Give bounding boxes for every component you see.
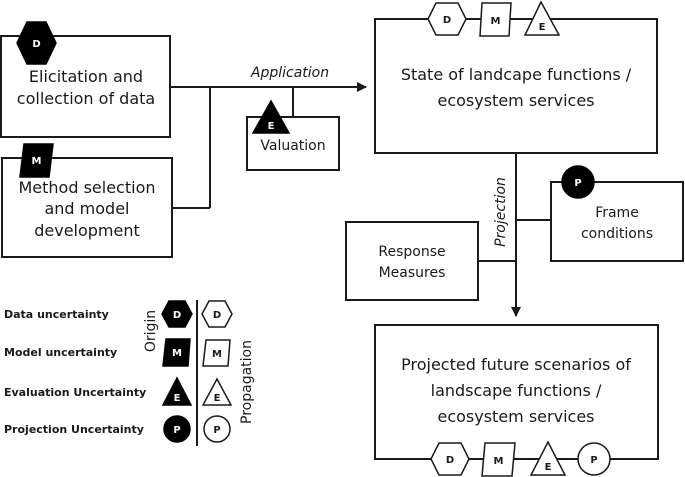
svg-text:D: D [173,310,181,321]
elicitation-line-2: collection of data [17,89,155,108]
legend-projection-propagation-icon: P [203,415,231,443]
response-measures-box: Response Measures [345,221,479,301]
frame-line-2: conditions [581,226,653,242]
evaluation-uncertainty-propagation-icon: E [523,0,561,36]
legend-model-origin-icon: M [162,338,191,367]
svg-text:M: M [32,156,42,167]
legend-model-propagation-icon: M [202,339,231,367]
model-uncertainty-origin-icon: M [19,143,54,178]
elicitation-line-1: Elicitation and [29,67,143,86]
state-line-2: ecosystem services [437,91,594,110]
svg-text:M: M [212,349,222,360]
frame-line-1: Frame [595,205,639,221]
method-line-3: development [34,221,140,240]
legend-data-propagation-icon: D [201,300,233,328]
svg-text:P: P [213,425,220,436]
svg-text:M: M [172,348,182,359]
model-uncertainty-propagation-icon: M [481,442,516,477]
method-line-2: and model [44,199,129,218]
svg-text:E: E [539,22,546,33]
svg-text:E: E [545,462,552,473]
legend-label-evaluation: Evaluation Uncertainty [4,386,146,399]
projection-label: Projection [493,177,509,247]
data-uncertainty-propagation-icon: D [427,2,467,36]
legend-origin-label: Origin [143,310,159,352]
svg-text:M: M [491,16,501,27]
svg-text:D: D [446,455,454,466]
elicitation-box: Elicitation and collection of data D [0,21,171,138]
legend-label-model: Model uncertainty [4,346,117,359]
svg-text:D: D [213,310,221,321]
valuation-box: Valuation E [246,99,340,171]
svg-text:E: E [268,121,275,132]
application-label: Application [250,65,329,81]
svg-text:P: P [173,425,180,436]
frame-conditions-box: Frame conditions P [550,165,684,262]
legend-projection-origin-icon: P [163,415,191,443]
legend-data-origin-icon: D [161,300,193,328]
method-line-1: Method selection [18,178,155,197]
svg-text:P: P [574,178,581,189]
evaluation-uncertainty-propagation-icon: E [529,440,567,476]
svg-text:E: E [214,393,221,404]
legend-label-data: Data uncertainty [4,308,109,321]
projection-uncertainty-propagation-icon: P [577,442,611,476]
projected-scenarios-box: Projected future scenarios of landscape … [374,324,659,477]
svg-text:M: M [494,456,504,467]
model-uncertainty-propagation-icon: M [479,2,512,37]
svg-text:P: P [590,455,597,466]
data-uncertainty-propagation-icon: D [430,442,470,476]
state-line-1: State of landcape functions / [401,65,632,84]
legend-evaluation-propagation-icon: E [201,377,233,406]
svg-text:D: D [443,15,451,26]
svg-text:E: E [174,393,181,404]
projected-line-3: ecosystem services [437,407,594,426]
legend-label-projection: Projection Uncertainty [4,423,144,436]
data-uncertainty-origin-icon: D [16,21,57,65]
method-box: Method selection and model development M [1,143,173,258]
projected-line-2: landscape functions / [431,381,602,400]
projected-line-1: Projected future scenarios of [401,355,631,374]
connectors [171,82,551,317]
svg-text:D: D [32,39,40,50]
valuation-label: Valuation [260,138,325,154]
legend: Data uncertainty Model uncertainty Evalu… [4,300,255,446]
evaluation-uncertainty-origin-icon: E [251,99,291,134]
projection-uncertainty-origin-icon: P [561,165,595,199]
response-line-2: Measures [379,265,446,281]
state-box: State of landcape functions / ecosystem … [374,0,658,154]
legend-evaluation-origin-icon: E [161,376,193,406]
legend-propagation-label: Propagation [239,340,255,424]
response-line-1: Response [378,244,445,260]
